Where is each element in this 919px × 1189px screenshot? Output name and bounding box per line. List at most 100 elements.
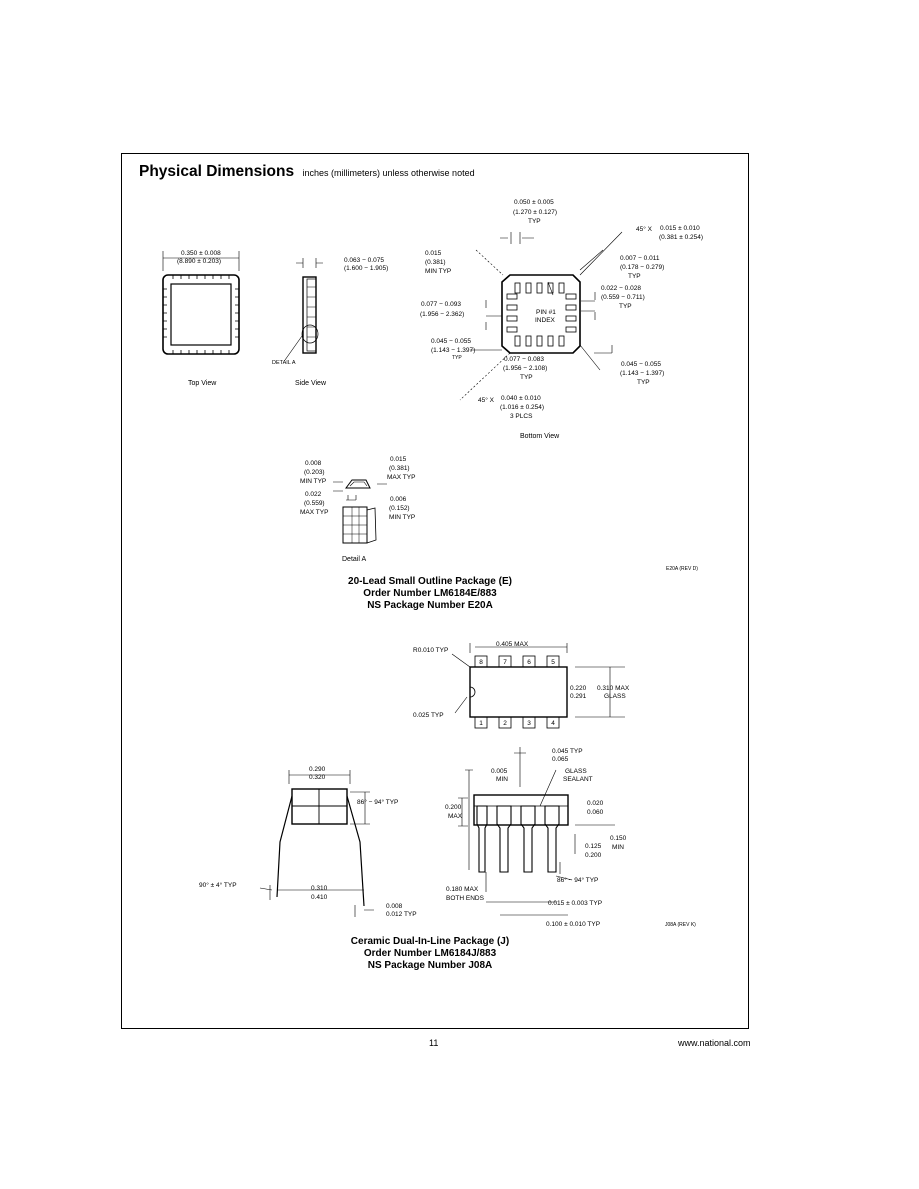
pin-1: 1 bbox=[479, 720, 483, 727]
caption-e20a-line-3: NS Package Number E20A bbox=[367, 600, 493, 611]
pin-index-1: PIN #1 bbox=[536, 309, 556, 316]
caption-e20a: 20-Lead Small Outline Package (E) Order … bbox=[300, 576, 560, 612]
bottom-pad-width-3: TYP bbox=[628, 273, 641, 280]
j-row-spacing-1: 0.310 bbox=[311, 885, 328, 892]
j08a-top-view bbox=[451, 643, 625, 729]
j-lead-tip-1: 0.045 TYP bbox=[552, 748, 583, 755]
pin-7: 7 bbox=[503, 659, 507, 666]
j-glass-sealant-2: SEALANT bbox=[563, 776, 593, 783]
e20a-detail-a bbox=[333, 479, 387, 544]
j-max-height-1: 0.200 bbox=[445, 804, 462, 811]
bottom-offset-b-3: TYP bbox=[452, 355, 462, 361]
caption-e20a-line-2: Order Number LM6184E/883 bbox=[363, 588, 497, 599]
caption-e20a-line-1: 20-Lead Small Outline Package (E) bbox=[348, 576, 512, 587]
pin-index-2: INDEX bbox=[535, 317, 556, 324]
bottom-chamfer-top-2: 0.015 ± 0.010 bbox=[660, 225, 700, 232]
j-seat-max-2: BOTH ENDS bbox=[446, 895, 485, 902]
j-seat-max-1: 0.180 MAX bbox=[446, 886, 479, 893]
e20a-bottom-view bbox=[459, 231, 623, 401]
bottom-dim-pitch-1: 0.050 ± 0.005 bbox=[514, 199, 554, 206]
detail-callout: DETAIL A bbox=[272, 360, 296, 366]
e20a-side-view bbox=[284, 258, 323, 361]
detail-3-b: (0.381) bbox=[389, 465, 410, 472]
bottom-pad-width-2: (0.178 − 0.279) bbox=[620, 264, 664, 271]
bottom-chamfer-bot-2: 0.040 ± 0.010 bbox=[501, 395, 541, 402]
j-angle-min: 86° − 94° TYP bbox=[357, 798, 398, 806]
j-seating-plane: 90° ± 4° TYP bbox=[199, 881, 237, 889]
e20a-top-dim-1: 0.350 ± 0.008 bbox=[181, 250, 221, 257]
pin-5: 5 bbox=[551, 659, 555, 666]
detail-1-b: (0.203) bbox=[304, 469, 325, 476]
j08a-side-view bbox=[458, 747, 615, 916]
j-lead-len-2: MIN bbox=[612, 844, 624, 851]
bottom-pad-min-1: 0.015 bbox=[425, 250, 442, 257]
bottom-offset-b-1: 0.045 − 0.055 bbox=[431, 338, 471, 345]
bottom-pad-width-1: 0.007 − 0.011 bbox=[620, 255, 660, 262]
caption-j08a: Ceramic Dual-In-Line Package (J) Order N… bbox=[320, 936, 540, 972]
j-width-1: 0.220 bbox=[570, 685, 587, 692]
j-length-max: 0.405 MAX bbox=[496, 641, 529, 648]
page-number: 11 bbox=[429, 1038, 439, 1048]
bottom-offset-d-1: 0.045 − 0.055 bbox=[621, 361, 661, 368]
j08a-figure-id: J08A (REV K) bbox=[665, 922, 696, 928]
page-frame bbox=[121, 153, 749, 1029]
bottom-pad-length-1: 0.022 − 0.028 bbox=[601, 285, 641, 292]
j-lead-spacing: 0.100 ± 0.010 TYP bbox=[546, 921, 600, 928]
j08a-end-view bbox=[259, 770, 374, 917]
detail-3-a: 0.015 bbox=[390, 456, 407, 463]
bottom-pad-min-2: (0.381) bbox=[425, 259, 446, 266]
detail-4-c: MIN TYP bbox=[389, 514, 415, 521]
j-width-glass-1: 0.310 MAX bbox=[597, 685, 630, 692]
bottom-offset-c-2: (1.956 − 2.108) bbox=[503, 365, 547, 372]
detail-2-c: MAX TYP bbox=[300, 509, 328, 516]
caption-j08a-line-3: NS Package Number J08A bbox=[367, 960, 493, 971]
top-view-label: Top View bbox=[188, 380, 217, 387]
bottom-dim-pitch-3: TYP bbox=[528, 218, 541, 225]
bottom-offset-b-2: (1.143 − 1.397) bbox=[431, 347, 475, 354]
detail-4-a: 0.006 bbox=[390, 496, 407, 503]
e20a-figure-id: E20A (REV D) bbox=[666, 566, 698, 572]
title-subtitle: inches (millimeters) unless otherwise no… bbox=[302, 168, 475, 178]
j-row-spacing-2: 0.410 bbox=[311, 894, 328, 901]
bottom-offset-a-1: 0.077 − 0.093 bbox=[421, 301, 461, 308]
bottom-offset-a-2: (1.956 − 2.362) bbox=[420, 311, 464, 318]
pin-4: 4 bbox=[551, 720, 555, 727]
j-max-height-2: MAX bbox=[448, 813, 463, 820]
bottom-offset-c-3: TYP bbox=[520, 374, 533, 381]
detail-2-a: 0.022 bbox=[305, 491, 322, 498]
j-lead-pitch-1: 0.125 bbox=[585, 843, 602, 850]
website-link[interactable]: www.national.com bbox=[678, 1038, 751, 1048]
j-corner-radius: R0.010 TYP bbox=[413, 647, 448, 654]
caption-j08a-line-1: Ceramic Dual-In-Line Package (J) bbox=[350, 936, 510, 947]
caption-j08a-line-2: Order Number LM6184J/883 bbox=[363, 948, 497, 959]
bottom-chamfer-top-3: (0.381 ± 0.254) bbox=[659, 234, 703, 241]
page-title: Physical Dimensions inches (millimeters)… bbox=[139, 163, 475, 181]
bottom-chamfer-bot-1: 45° X bbox=[478, 396, 495, 404]
j-seat-min-2: MIN bbox=[496, 776, 508, 783]
j-base-2: 0.060 bbox=[587, 809, 604, 816]
detail-a-label: Detail A bbox=[342, 556, 366, 563]
j-angle-side: 86° − 94° TYP bbox=[557, 876, 598, 884]
bottom-offset-d-3: TYP bbox=[637, 379, 650, 386]
bottom-pad-length-3: TYP bbox=[619, 303, 632, 310]
pin-8: 8 bbox=[479, 659, 483, 666]
j-seat-min-1: 0.005 bbox=[491, 768, 508, 775]
j-lead-thk-2: 0.012 TYP bbox=[386, 911, 417, 918]
e20a-side-dim-2: (1.600 − 1.905) bbox=[344, 265, 388, 272]
detail-2-b: (0.559) bbox=[304, 500, 325, 507]
bottom-pad-length-2: (0.559 − 0.711) bbox=[601, 294, 645, 301]
j-lead-tip-2: 0.065 bbox=[552, 756, 569, 763]
bottom-chamfer-top-1: 45° X bbox=[636, 225, 653, 233]
detail-4-b: (0.152) bbox=[389, 505, 410, 512]
detail-1-a: 0.008 bbox=[305, 460, 322, 467]
j-body-width-2: 0.320 bbox=[309, 774, 326, 781]
e20a-top-dim-2: (8.890 ± 0.203) bbox=[177, 258, 221, 265]
j-notch: 0.025 TYP bbox=[413, 712, 444, 719]
bottom-offset-c-1: 0.077 − 0.083 bbox=[504, 356, 544, 363]
bottom-view-label: Bottom View bbox=[520, 433, 560, 440]
j-base-1: 0.020 bbox=[587, 800, 604, 807]
j-lead-thk-1: 0.008 bbox=[386, 903, 403, 910]
j-glass-sealant-1: GLASS bbox=[565, 768, 587, 775]
bottom-offset-d-2: (1.143 − 1.397) bbox=[620, 370, 664, 377]
